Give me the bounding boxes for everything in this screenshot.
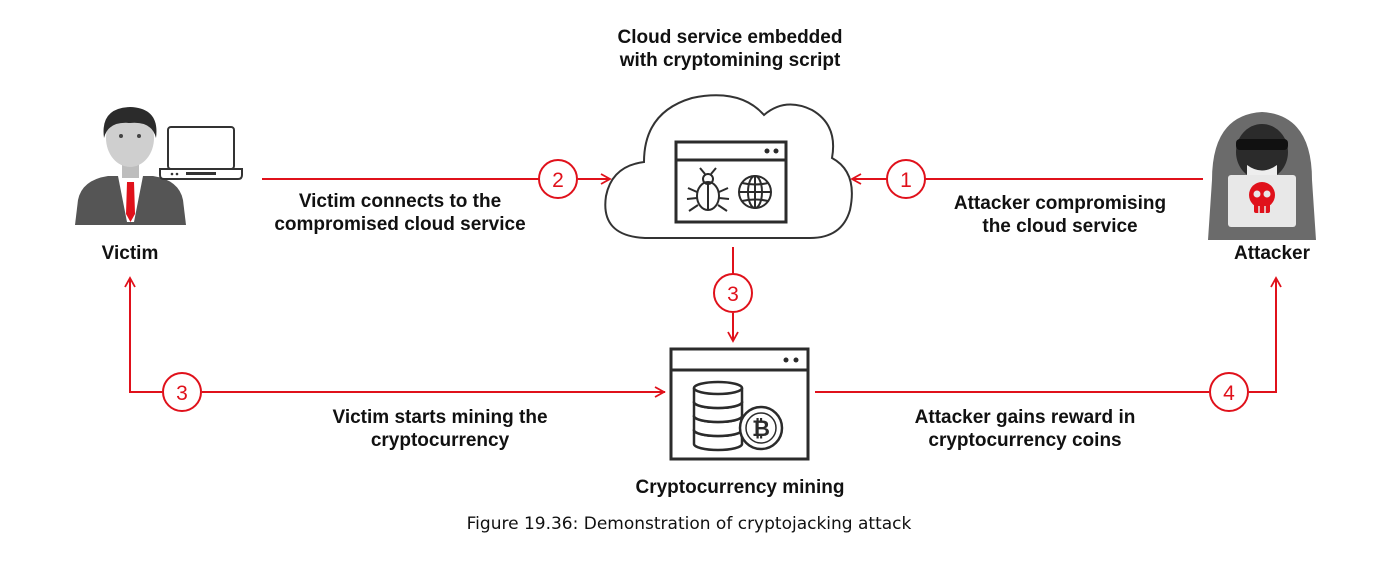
step-badge-1: 1 bbox=[886, 159, 926, 199]
step-2-line-1: Victim connects to the bbox=[298, 191, 502, 212]
bug-icon bbox=[686, 167, 730, 212]
step-2-description: Victim connects to the compromised cloud… bbox=[230, 190, 570, 236]
step-badge-4: 4 bbox=[1209, 372, 1249, 412]
svg-text:1: 1 bbox=[900, 169, 912, 192]
bitcoin-icon: ₿ bbox=[738, 405, 784, 451]
step-3-line-2: cryptocurrency bbox=[370, 430, 510, 451]
victim-person-icon bbox=[75, 107, 186, 225]
cloud-title: Cloud service embedded with cryptomining… bbox=[560, 26, 900, 72]
step-4-line-1: Attacker gains reward in bbox=[914, 407, 1136, 428]
skull-icon bbox=[1249, 182, 1275, 213]
step-4-line-2: cryptocurrency coins bbox=[928, 430, 1122, 451]
step-badge-2: 2 bbox=[538, 159, 578, 199]
step-3-description: Victim starts mining the cryptocurrency bbox=[270, 406, 610, 452]
step-4-description: Attacker gains reward in cryptocurrency … bbox=[855, 406, 1195, 452]
step-2-line-2: compromised cloud service bbox=[274, 214, 526, 235]
victim-label: Victim bbox=[101, 243, 159, 264]
cloud-title-line-2: with cryptomining script bbox=[619, 50, 841, 71]
hacker-icon bbox=[1208, 112, 1316, 240]
cloud-title-line-1: Cloud service embedded bbox=[617, 27, 843, 48]
step-badge-3-victim: 3 bbox=[162, 372, 202, 412]
attacker-label: Attacker bbox=[1233, 243, 1311, 264]
svg-text:3: 3 bbox=[176, 382, 188, 405]
coins-stack-icon bbox=[692, 380, 744, 452]
svg-text:2: 2 bbox=[552, 169, 564, 192]
browser-window-icon bbox=[674, 140, 788, 224]
svg-text:3: 3 bbox=[727, 283, 739, 306]
step-badge-3-cloud: 3 bbox=[713, 273, 753, 313]
step-1-line-2: the cloud service bbox=[982, 216, 1138, 237]
svg-text:₿: ₿ bbox=[752, 416, 770, 441]
mining-label: Cryptocurrency mining bbox=[635, 477, 845, 498]
step-3-line-1: Victim starts mining the bbox=[332, 407, 548, 428]
globe-icon bbox=[738, 175, 772, 209]
figure-caption: Figure 19.36: Demonstration of cryptojac… bbox=[466, 514, 912, 534]
laptop-icon bbox=[159, 126, 243, 180]
step-1-line-1: Attacker compromising bbox=[953, 193, 1167, 214]
svg-text:4: 4 bbox=[1223, 382, 1235, 405]
connectors bbox=[124, 173, 1282, 398]
step-1-description: Attacker compromising the cloud service bbox=[900, 192, 1220, 238]
